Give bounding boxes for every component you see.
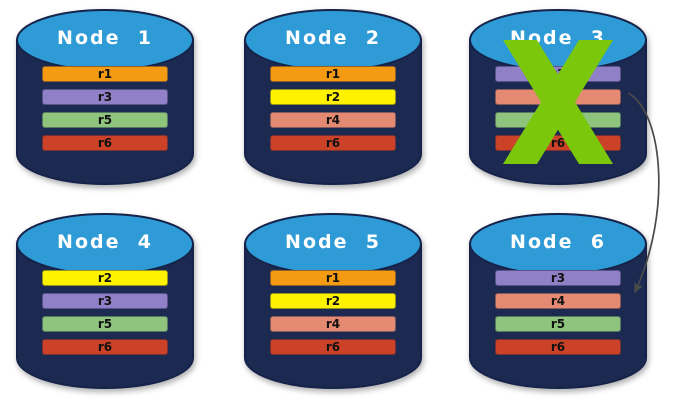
replica-row[interactable]: r6 [270, 339, 396, 355]
node-6-rows: r3 r4 r5 r6 [495, 270, 621, 355]
replica-row[interactable]: r4 [495, 293, 621, 309]
replica-row[interactable]: r3 [495, 270, 621, 286]
replica-row[interactable]: r6 [270, 135, 396, 151]
replica-row[interactable]: r2 [42, 270, 168, 286]
replica-row[interactable]: r6 [495, 135, 621, 151]
node-3-rows: r3 r4 r5 r6 [495, 66, 621, 151]
node-2-rows: r1 r2 r4 r6 [270, 66, 396, 151]
replica-row[interactable]: r3 [42, 293, 168, 309]
replica-row[interactable]: r4 [270, 112, 396, 128]
replica-row[interactable]: r6 [495, 339, 621, 355]
replica-row[interactable]: r3 [42, 89, 168, 105]
replica-row[interactable]: r3 [495, 66, 621, 82]
replica-row[interactable]: r1 [270, 66, 396, 82]
replica-row[interactable]: r4 [495, 89, 621, 105]
replica-row[interactable]: r5 [495, 316, 621, 332]
node-1-rows: r1 r3 r5 r6 [42, 66, 168, 151]
replica-row[interactable]: r2 [270, 293, 396, 309]
replica-row[interactable]: r5 [42, 112, 168, 128]
replica-row[interactable]: r6 [42, 135, 168, 151]
node-4-rows: r2 r3 r5 r6 [42, 270, 168, 355]
replica-row[interactable]: r5 [495, 112, 621, 128]
replica-row[interactable]: r4 [270, 316, 396, 332]
replica-row[interactable]: r5 [42, 316, 168, 332]
replica-row[interactable]: r2 [270, 89, 396, 105]
node-5-rows: r1 r2 r4 r6 [270, 270, 396, 355]
replica-row[interactable]: r6 [42, 339, 168, 355]
replica-row[interactable]: r1 [42, 66, 168, 82]
replica-row[interactable]: r1 [270, 270, 396, 286]
